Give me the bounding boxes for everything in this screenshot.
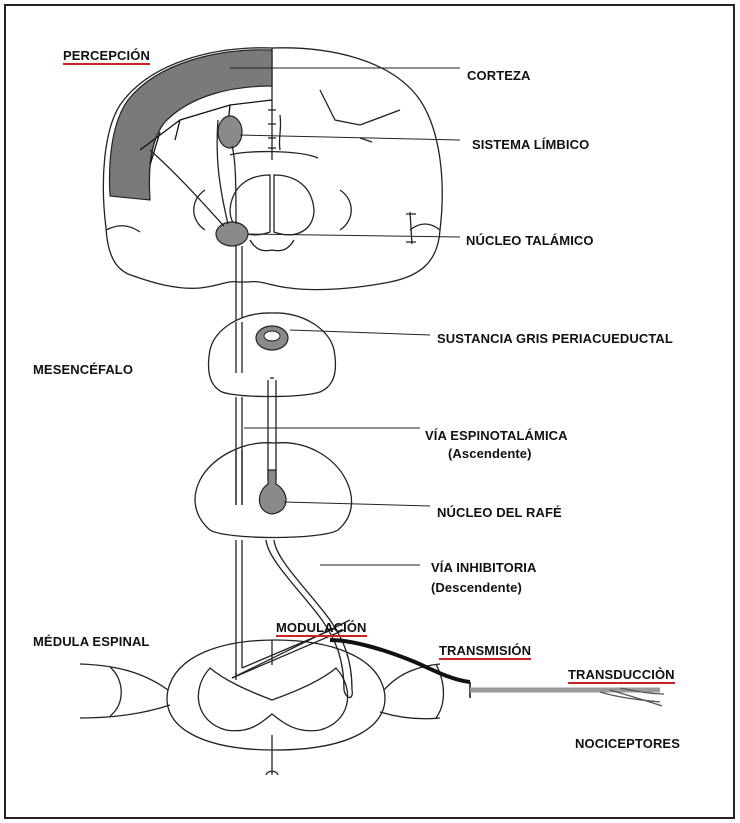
thalamic-nucleus <box>216 222 248 246</box>
label-sustancia-gris: SUSTANCIA GRIS PERIACUEDUCTAL <box>437 331 673 346</box>
label-nucleo-talamico: NÚCLEO TALÁMICO <box>466 233 594 248</box>
label-nociceptores: NOCICEPTORES <box>575 736 680 751</box>
label-nucleo-rafe: NÚCLEO DEL RAFÉ <box>437 505 562 520</box>
leader-nucleo-talamico <box>248 234 460 237</box>
raphe-nucleus <box>259 470 286 514</box>
cortex-shaded-region <box>110 50 272 200</box>
label-transmision: TRANSMISIÓN <box>439 643 531 660</box>
label-via-inhibitoria: VÍA INHIBITORIA <box>431 560 537 575</box>
label-sistema-limbico: SISTEMA LÍMBICO <box>472 137 589 152</box>
label-corteza: CORTEZA <box>467 68 531 83</box>
label-percepcion: PERCEPCIÓN <box>63 48 150 65</box>
label-descendente: (Descendente) <box>431 580 522 595</box>
thalamus-right <box>274 175 314 235</box>
leader-nucleo-rafe <box>284 502 430 506</box>
label-ascendente: (Ascendente) <box>448 446 532 461</box>
label-transduccion: TRANSDUCCIÒN <box>568 667 675 684</box>
label-modulacion: MODULACIÓN <box>276 620 367 637</box>
limbic-system <box>218 116 242 148</box>
label-medula-espinal: MÉDULA ESPINAL <box>33 634 149 649</box>
label-via-espinotalamica: VÍA ESPINOTALÁMICA <box>425 428 568 443</box>
label-mesencefalo: MESENCÉFALO <box>33 362 133 377</box>
